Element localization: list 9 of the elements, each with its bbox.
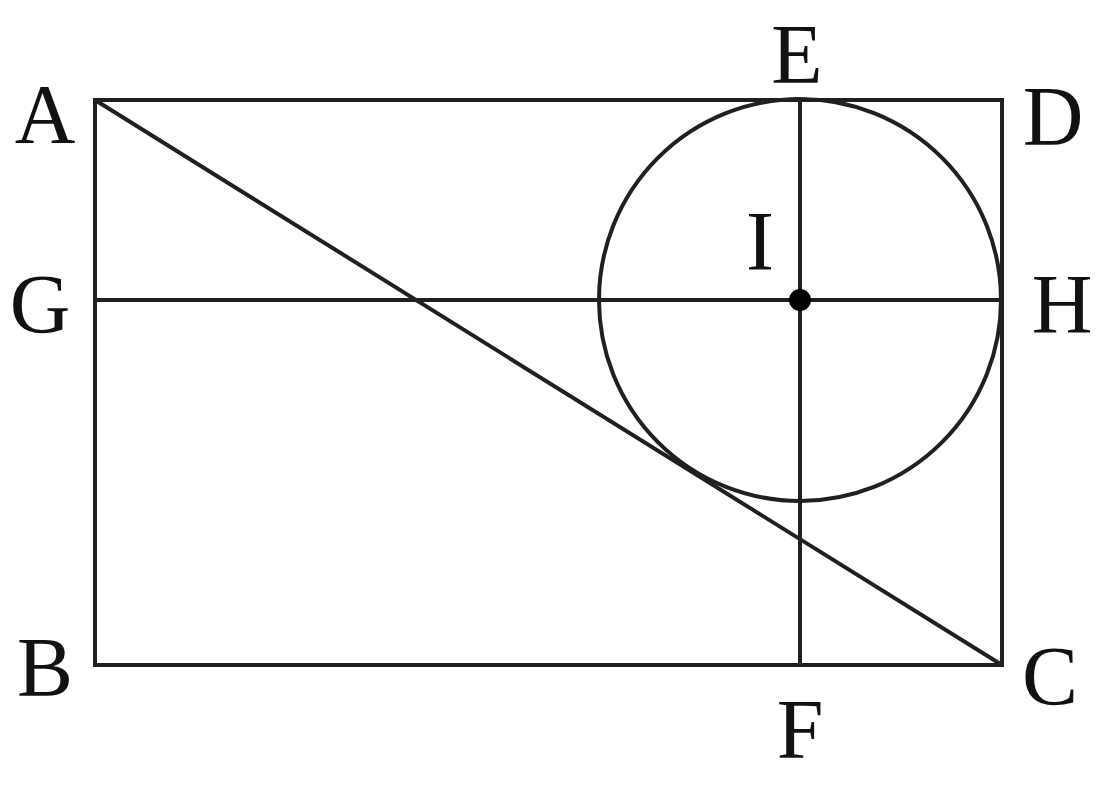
point-label: I bbox=[746, 200, 774, 284]
point-label: B bbox=[17, 626, 73, 710]
point-label: F bbox=[776, 688, 824, 772]
point-label: E bbox=[771, 13, 823, 97]
point-label: G bbox=[9, 263, 71, 347]
point-label: D bbox=[1022, 75, 1084, 159]
point-label: A bbox=[14, 73, 76, 157]
point-label: C bbox=[1022, 635, 1078, 719]
point-label: H bbox=[1031, 263, 1093, 347]
